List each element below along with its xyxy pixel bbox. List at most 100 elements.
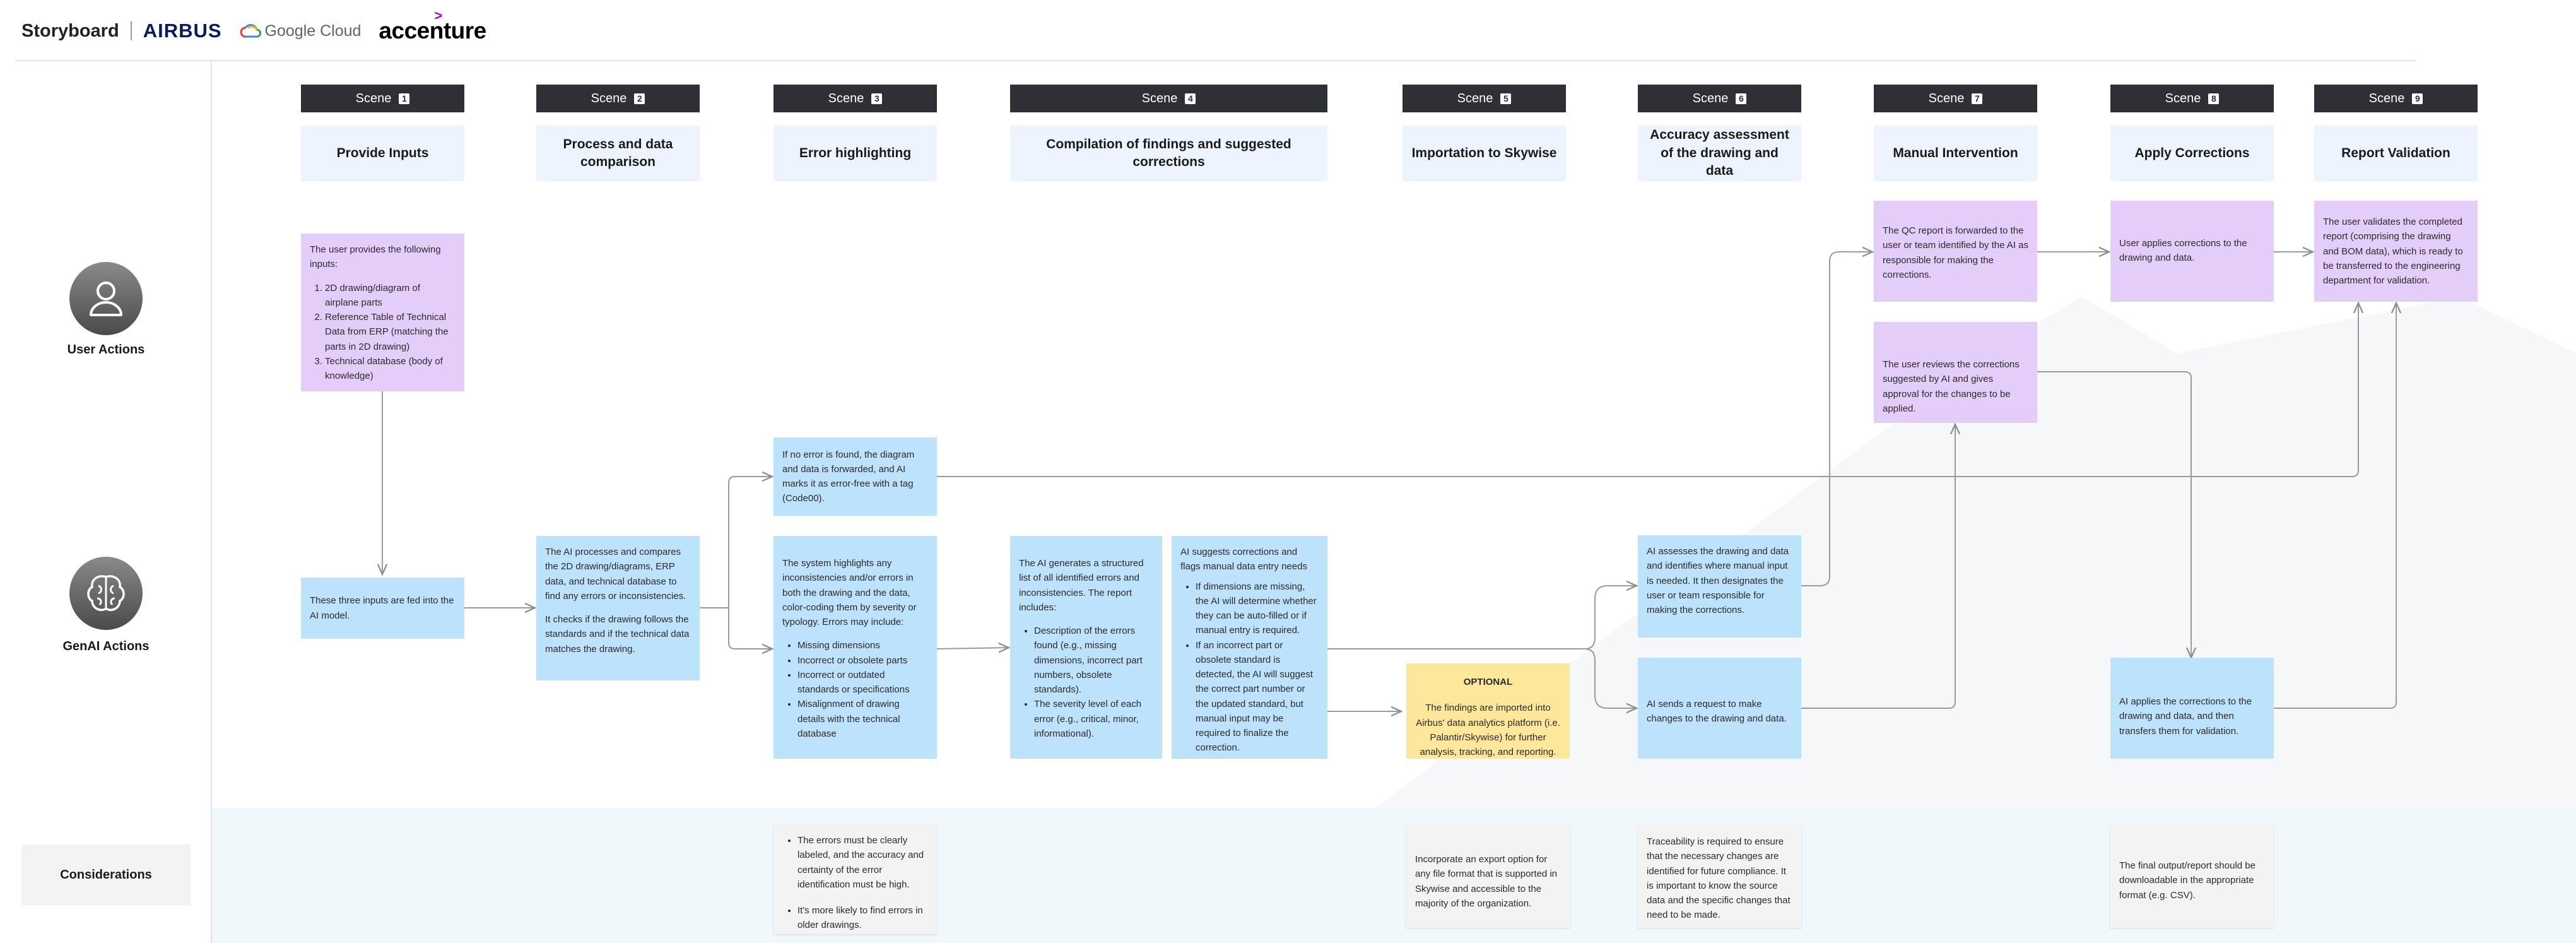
scene-1-title: Provide Inputs — [301, 126, 464, 181]
scene-5-title: Importation to Skywise — [1403, 126, 1566, 181]
card-text: If no error is found, the diagram and da… — [782, 449, 915, 504]
card-text: The AI processes and compares the 2D dra… — [545, 547, 686, 602]
consideration-traceability: Traceability is required to ensure that … — [1638, 826, 1801, 928]
card-text: AI sends a request to make changes to th… — [1647, 699, 1787, 725]
google-cloud-logo: Google Cloud — [240, 21, 362, 40]
card-highlight: The system highlights any inconsistencie… — [773, 536, 937, 759]
storyboard-title: Storyboard — [21, 20, 119, 41]
card-assess: AI assesses the drawing and data and ide… — [1638, 535, 1801, 638]
scene-7-title: Manual Intervention — [1874, 126, 2037, 181]
scene-6-title: Accuracy assessment of the drawing and d… — [1638, 126, 1801, 181]
arrow-highlight-to-report — [936, 648, 1009, 649]
header-divider — [15, 60, 2416, 61]
card-text: The user reviews the corrections suggest… — [1883, 359, 2020, 414]
scene-number: 8 — [2208, 93, 2220, 104]
list-item: It's more likely to find errors in older… — [797, 903, 928, 933]
list-item: Missing dimensions — [797, 638, 928, 653]
arrow-reviews-to-ai-applies — [2037, 371, 2191, 658]
person-icon — [69, 262, 143, 335]
list-item: If an incorrect part or obsolete standar… — [1196, 638, 1319, 756]
card-suggest: AI suggests corrections and flags manual… — [1172, 536, 1327, 759]
scene-number: 5 — [1500, 93, 1512, 104]
scene-7-header: Scene 7 — [1874, 85, 2037, 112]
card-intro: AI suggests corrections and flags manual… — [1180, 547, 1307, 572]
card-intro: The user provides the following inputs: — [310, 244, 441, 270]
scene-8-title: Apply Corrections — [2110, 126, 2274, 181]
scene-number: 3 — [871, 93, 883, 104]
card-intro: The system highlights any inconsistencie… — [782, 558, 917, 627]
scene-label: Scene — [355, 91, 392, 105]
brand-bar: Storyboard AIRBUS Google Cloud > accentu… — [21, 8, 486, 44]
arrow-send-to-reviews — [1801, 424, 1955, 709]
list-item: Incorrect or outdated standards or speci… — [797, 668, 928, 697]
card-send-request: AI sends a request to make changes to th… — [1638, 658, 1801, 759]
scene-label: Scene — [1457, 91, 1493, 105]
scene-2-title: Process and data comparison — [536, 126, 700, 181]
scene-number: 6 — [1736, 93, 1747, 104]
accenture-logo: > accenture — [379, 8, 486, 44]
card-text: The user validates the completed report … — [2323, 216, 2463, 286]
scene-number: 7 — [1972, 93, 1983, 104]
scene-label: Scene — [828, 91, 864, 105]
scene-4-title: Compilation of findings and suggested co… — [1010, 126, 1327, 181]
airbus-logo: AIRBUS — [143, 20, 222, 42]
lane-divider — [211, 60, 212, 943]
list-item: Misalignment of drawing details with the… — [797, 697, 928, 741]
card-text: Incorporate an export option for any fil… — [1415, 854, 1558, 909]
card-ai-applies: AI applies the corrections to the drawin… — [2110, 658, 2274, 759]
scene-3-header: Scene 3 — [773, 85, 937, 112]
card-no-error: If no error is found, the diagram and da… — [773, 437, 937, 516]
scene-9-title: Report Validation — [2314, 126, 2478, 181]
brain-icon — [69, 557, 143, 630]
scene-number: 9 — [2412, 93, 2423, 104]
list-item: Technical database (body of knowledge) — [325, 354, 456, 384]
card-reviews: The user reviews the corrections suggest… — [1874, 322, 2037, 423]
user-lane-label: User Actions — [67, 343, 145, 357]
scene-number: 1 — [399, 93, 410, 104]
scene-1-header: Scene 1 — [301, 85, 464, 112]
scene-number: 2 — [634, 93, 645, 104]
card-text: The QC report is forwarded to the user o… — [1883, 225, 2028, 280]
card-text: The findings are imported into Airbus' d… — [1416, 703, 1560, 757]
list-item: Incorrect or obsolete parts — [797, 653, 928, 668]
accenture-text: accenture — [379, 18, 486, 44]
card-text: Traceability is required to ensure that … — [1647, 836, 1791, 921]
genai-lane-avatar — [69, 557, 143, 630]
consideration-final-output: The final output/report should be downlo… — [2110, 826, 2274, 928]
card-optional: OPTIONAL The findings are imported into … — [1406, 663, 1570, 759]
list-item: Description of the errors found (e.g., m… — [1034, 624, 1153, 697]
arrow-no-error-to-validate — [937, 303, 2358, 477]
list-item: Reference Table of Technical Data from E… — [325, 310, 456, 354]
card-intro: The AI generates a structured list of al… — [1019, 558, 1144, 613]
considerations-lane-label: Considerations — [21, 845, 191, 905]
scene-8-header: Scene 8 — [2110, 85, 2274, 112]
card-qc-report: The QC report is forwarded to the user o… — [1874, 201, 2037, 302]
google-cloud-text: Google Cloud — [264, 21, 362, 40]
list-item: The severity level of each error (e.g., … — [1034, 697, 1153, 741]
scene-5-header: Scene 5 — [1403, 85, 1566, 112]
scene-3-title: Error highlighting — [773, 126, 937, 181]
arrow-process-to-highlight — [728, 608, 772, 649]
arrow-process-to-no-error — [700, 477, 772, 608]
card-process: The AI processes and compares the 2D dra… — [536, 536, 700, 680]
optional-title: OPTIONAL — [1463, 677, 1513, 687]
card-text: AI applies the corrections to the drawin… — [2119, 696, 2252, 737]
card-text: User applies corrections to the drawing … — [2119, 238, 2247, 264]
list-item: 2D drawing/diagram of airplane parts — [325, 281, 456, 311]
card-text: AI assesses the drawing and data and ide… — [1647, 546, 1789, 615]
scene-label: Scene — [1692, 91, 1729, 105]
consideration-errors: The errors must be clearly labeled, and … — [773, 824, 937, 934]
arrow-suggest-to-send-request — [1584, 648, 1637, 708]
arrow-ai-applies-to-validates — [2274, 303, 2396, 709]
scene-label: Scene — [1928, 91, 1965, 105]
card-user-inputs: The user provides the following inputs: … — [301, 234, 464, 391]
card-user-applies: User applies corrections to the drawing … — [2110, 201, 2274, 302]
card-fed-into-ai: These three inputs are fed into the AI m… — [301, 578, 464, 639]
arrow-assess-to-qc — [1801, 252, 1873, 586]
scene-label: Scene — [2165, 91, 2201, 105]
arrow-suggest-to-assess — [1327, 586, 1637, 649]
genai-lane-label: GenAI Actions — [62, 639, 150, 653]
